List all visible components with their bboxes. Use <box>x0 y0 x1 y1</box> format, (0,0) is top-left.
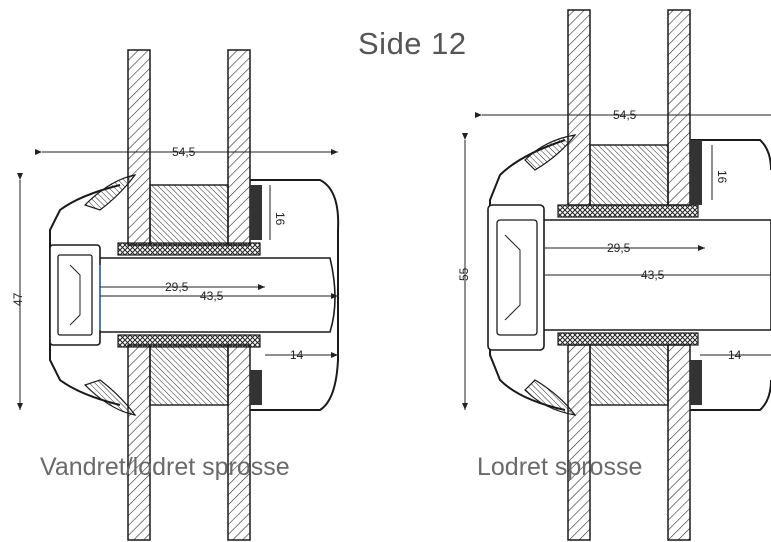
right-caption: Lodret sprosse <box>477 453 643 481</box>
right-dim-height: 55 <box>457 267 471 281</box>
right-dim-bottom: 14 <box>728 348 742 362</box>
left-gasket-bottom <box>117 334 261 348</box>
right-seal-bottom <box>690 360 702 405</box>
left-bar-body <box>94 257 336 333</box>
left-glass-bottom-1 <box>127 344 151 541</box>
right-gasket-bottom <box>557 332 699 346</box>
left-dim-width: 54,5 <box>172 145 196 159</box>
left-spacer-top <box>149 184 229 246</box>
right-dim-inner-2: 43,5 <box>641 268 665 282</box>
right-view-drawing <box>462 9 771 541</box>
right-spacer-top <box>589 144 669 206</box>
right-dim-width: 54,5 <box>613 108 637 122</box>
left-seal-top <box>250 185 262 240</box>
right-dim-glass: 16 <box>715 170 729 184</box>
left-dim-inner-1: 29,5 <box>165 280 189 294</box>
left-glass-top-2 <box>227 49 251 246</box>
page-title: Side 12 <box>358 26 467 61</box>
left-spacer-bottom <box>149 344 229 406</box>
left-dim-bottom: 14 <box>290 348 304 362</box>
right-dim-inner-1: 29,5 <box>607 241 631 255</box>
right-glass-bottom-1 <box>567 344 591 541</box>
left-cap <box>250 179 340 411</box>
right-spacer-bottom <box>589 344 669 406</box>
left-gasket-top <box>117 242 261 256</box>
left-view-drawing <box>17 49 340 541</box>
right-seal-top <box>690 140 702 205</box>
right-clip-insert <box>487 204 545 351</box>
right-gasket-top <box>557 204 699 218</box>
left-seal-bottom <box>250 370 262 405</box>
left-caption: Vandret/lodret sprosse <box>40 453 290 481</box>
left-glass-bottom-2 <box>227 344 251 541</box>
left-dim-glass: 16 <box>273 212 287 226</box>
right-glass-top-1 <box>567 9 591 206</box>
right-glass-bottom-2 <box>667 344 691 541</box>
right-glass-top-2 <box>667 9 691 206</box>
left-glass-top-1 <box>127 49 151 246</box>
left-dim-inner-2: 43,5 <box>200 289 224 303</box>
left-dim-height: 47 <box>11 292 25 306</box>
